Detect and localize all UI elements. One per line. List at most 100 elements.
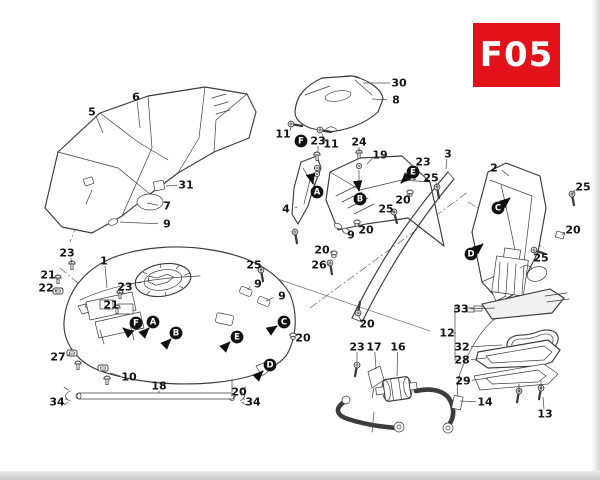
part-number-7: 7 bbox=[163, 200, 171, 213]
letter-A: A bbox=[150, 318, 157, 328]
pin-icon bbox=[54, 274, 62, 284]
part-number-30: 30 bbox=[391, 77, 407, 90]
leader-line bbox=[54, 289, 58, 292]
letter-arrow bbox=[498, 197, 511, 209]
leader-line bbox=[445, 158, 448, 170]
part-number-18: 18 bbox=[151, 380, 166, 393]
screw-icon bbox=[531, 382, 550, 401]
leader-line bbox=[371, 98, 388, 101]
leader-line bbox=[341, 228, 344, 233]
letter-arrow bbox=[305, 172, 316, 185]
part-number-27: 27 bbox=[50, 351, 65, 364]
tank-cover-drawing bbox=[44, 86, 257, 234]
leader-line bbox=[561, 231, 566, 236]
part-number-2: 2 bbox=[490, 162, 498, 175]
part-number-21: 21 bbox=[40, 269, 55, 282]
page-code-text: F05 bbox=[479, 35, 554, 75]
leader-line bbox=[146, 202, 159, 206]
leader-line bbox=[357, 223, 360, 228]
letter-arrow bbox=[352, 180, 363, 192]
part-number-23: 23 bbox=[415, 156, 430, 169]
screw-icon bbox=[286, 226, 305, 245]
page-right-edge bbox=[591, 0, 600, 480]
leader-line bbox=[70, 257, 73, 265]
part-number-12: 12 bbox=[439, 327, 454, 340]
part-number-6: 6 bbox=[132, 91, 140, 104]
part-number-21: 21 bbox=[103, 299, 118, 312]
leader-line bbox=[265, 297, 274, 302]
leader-line bbox=[55, 277, 59, 281]
letter-arrow bbox=[252, 370, 264, 382]
leader-line bbox=[471, 377, 489, 381]
leader-line bbox=[533, 250, 536, 255]
leader-line bbox=[469, 307, 496, 310]
letter-arrow bbox=[471, 243, 484, 255]
part-number-16: 16 bbox=[390, 341, 406, 354]
letter-B: B bbox=[173, 329, 179, 339]
page-bottom-edge bbox=[0, 471, 600, 480]
letter-arrow bbox=[219, 341, 231, 353]
clip-icon bbox=[52, 287, 64, 295]
letter-arrow bbox=[160, 338, 172, 350]
leader-line bbox=[165, 184, 178, 187]
leader-line bbox=[289, 126, 292, 131]
letter-F: F bbox=[133, 319, 139, 329]
letter-D: D bbox=[467, 250, 474, 260]
clip-icon bbox=[97, 364, 109, 372]
part-number-20: 20 bbox=[565, 224, 581, 237]
leader-line bbox=[542, 396, 545, 410]
leader-line bbox=[470, 357, 487, 360]
letter-arrow bbox=[265, 325, 278, 336]
letter-D: D bbox=[266, 361, 273, 371]
letter-C: C bbox=[281, 318, 287, 328]
letter-circle-C bbox=[277, 315, 291, 329]
rod-clip-icon bbox=[239, 386, 247, 406]
part-number-20: 20 bbox=[395, 194, 411, 207]
leader-line bbox=[470, 344, 503, 348]
leader-line bbox=[66, 353, 72, 357]
leader-line bbox=[435, 182, 438, 188]
letter-F: F bbox=[298, 137, 304, 147]
leader-line bbox=[330, 251, 334, 254]
part-number-25: 25 bbox=[246, 259, 261, 272]
letter-B: B bbox=[357, 195, 363, 205]
part-number-9: 9 bbox=[278, 290, 286, 303]
part-number-23: 23 bbox=[349, 341, 364, 354]
leader-line bbox=[571, 189, 576, 195]
letter-E: E bbox=[234, 333, 240, 343]
part-number-4: 4 bbox=[282, 203, 290, 216]
fuel-tank-drawing bbox=[52, 246, 297, 401]
washer-icon bbox=[313, 164, 321, 172]
leader-line bbox=[242, 397, 245, 401]
leader-line bbox=[374, 351, 377, 370]
leader-line bbox=[408, 192, 411, 197]
part-number-25: 25 bbox=[533, 252, 548, 265]
part-number-25: 25 bbox=[423, 172, 438, 185]
fuel-filter-drawing bbox=[335, 317, 497, 434]
rail-drawing bbox=[286, 169, 455, 323]
rod-clip-icon bbox=[63, 386, 71, 406]
washer-icon bbox=[313, 170, 321, 178]
part-number-28: 28 bbox=[454, 354, 469, 367]
part-number-19: 19 bbox=[372, 149, 387, 162]
part-number-23: 23 bbox=[310, 135, 325, 148]
fuel-pump-drawing bbox=[454, 184, 570, 404]
letter-circle-A bbox=[310, 185, 324, 199]
part-number-20: 20 bbox=[359, 318, 375, 331]
part-number-20: 20 bbox=[231, 386, 247, 399]
washer-icon bbox=[355, 162, 363, 170]
part-number-3: 3 bbox=[444, 148, 452, 161]
letter-circle-B bbox=[353, 192, 367, 206]
leader-line bbox=[459, 400, 477, 403]
leader-line bbox=[95, 116, 104, 134]
part-number-9: 9 bbox=[347, 229, 355, 242]
leader-line bbox=[65, 397, 68, 401]
letter-circle-B bbox=[169, 326, 183, 340]
letter-arrow bbox=[400, 172, 412, 184]
connector-icon bbox=[451, 394, 464, 411]
part-number-11: 11 bbox=[275, 128, 290, 141]
part-number-10: 10 bbox=[121, 371, 137, 384]
leader-line bbox=[358, 315, 361, 321]
